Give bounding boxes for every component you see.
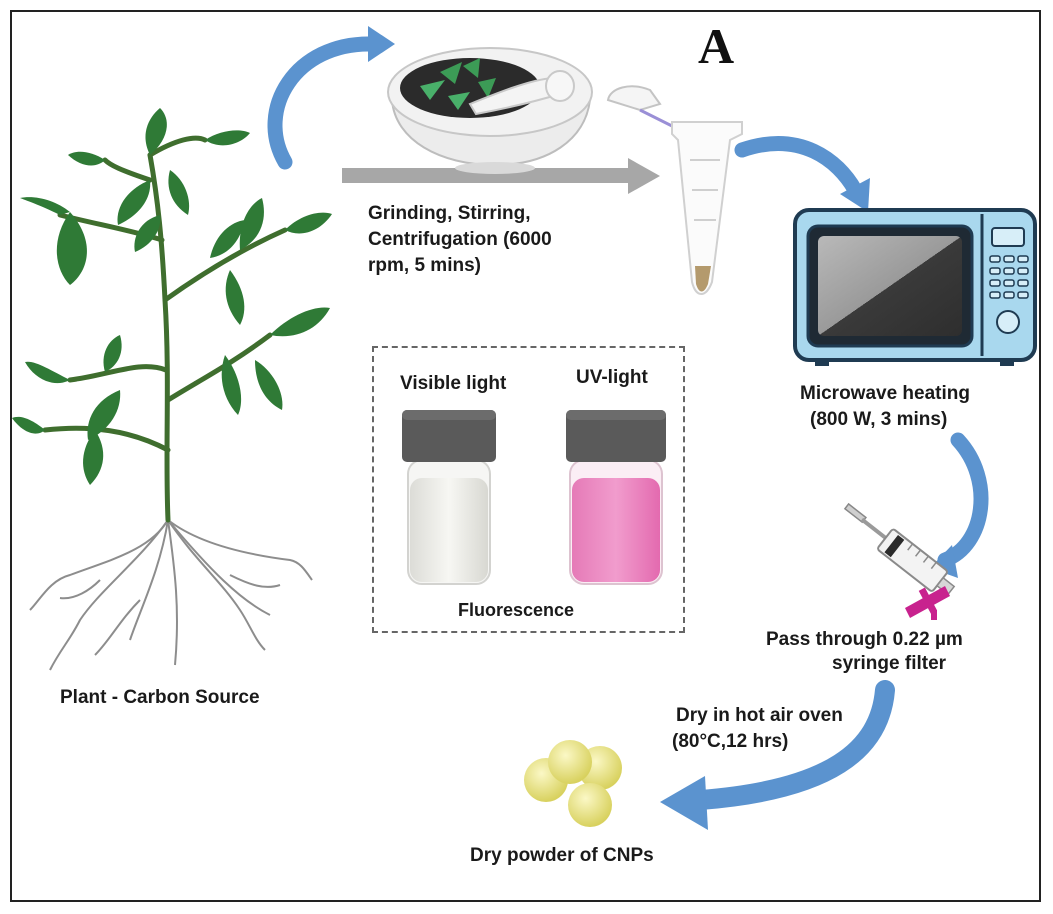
plant-label: Plant - Carbon Source bbox=[60, 687, 260, 708]
arrow-tube-to-microwave bbox=[734, 136, 863, 198]
centrifuge-tube-icon bbox=[606, 85, 743, 295]
microwave-label-line2: (800 W, 3 mins) bbox=[810, 409, 948, 430]
arrow-microwave-to-filter bbox=[937, 432, 989, 568]
arrow-grinding-shaft bbox=[342, 168, 630, 183]
arrow-tube-to-microwave-head bbox=[840, 178, 870, 212]
fluorescence-caption: Fluorescence bbox=[458, 600, 575, 620]
oven-label-line2: (80°C,12 hrs) bbox=[672, 731, 789, 752]
fluorescence-panel bbox=[372, 346, 685, 633]
uv-light-label: UV-light bbox=[576, 367, 648, 388]
arrow-plant-to-mortar-head bbox=[368, 26, 395, 62]
grinding-label-line2: Centrifugation (6000 bbox=[368, 229, 552, 250]
microwave-icon bbox=[793, 208, 1037, 366]
arrow-plant-to-mortar bbox=[267, 36, 380, 170]
plant-stems bbox=[42, 135, 288, 523]
syringe-filter-icon bbox=[843, 502, 956, 596]
plant-leaves bbox=[12, 108, 332, 485]
mortar-pestle-icon bbox=[387, 47, 593, 174]
microwave-label-line1: Microwave heating bbox=[800, 383, 970, 404]
grinding-label-line1: Grinding, Stirring, bbox=[368, 203, 531, 224]
plant-illustration bbox=[12, 108, 332, 671]
filter-label-line2: syringe filter bbox=[832, 653, 947, 674]
powder-label: Dry powder of CNPs bbox=[470, 845, 654, 866]
vial-visible-light bbox=[402, 410, 496, 585]
visible-light-label: Visible light bbox=[400, 373, 507, 394]
panel-letter: A bbox=[698, 18, 735, 74]
vial-uv-light bbox=[566, 410, 666, 585]
filter-label-line1: Pass through 0.22 µm bbox=[766, 629, 963, 650]
plant-roots bbox=[29, 519, 313, 671]
filter-disc-icon bbox=[905, 586, 950, 620]
arrow-filter-to-powder-head bbox=[660, 776, 708, 830]
grinding-label-line3: rpm, 5 mins) bbox=[368, 255, 481, 276]
cnp-powder-icon bbox=[524, 740, 622, 827]
arrow-filter-to-powder bbox=[690, 680, 895, 810]
arrow-grinding-head bbox=[628, 158, 660, 194]
oven-label-line1: Dry in hot air oven bbox=[676, 705, 843, 726]
